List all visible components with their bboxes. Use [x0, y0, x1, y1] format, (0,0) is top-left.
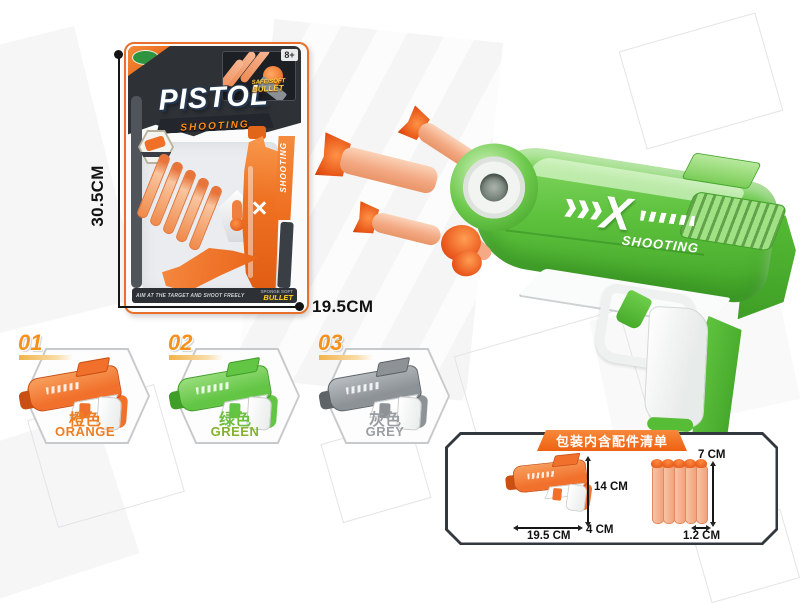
variant-name-cn: 绿色 [218, 412, 251, 429]
background-patch [0, 26, 142, 334]
gun-grip-cap [646, 416, 694, 433]
box-gun-height-label: 14 CM [594, 481, 628, 493]
variant-green: 02 绿色 GREEN [160, 330, 310, 448]
card-footer: AIM AT THE TARGET AND SHOOT FREELY SPONG… [132, 288, 297, 303]
package-blister-card: 8+ SAFE/SOFT BULLET PISTOL SHOOTING [124, 42, 309, 314]
packaged-gun [234, 126, 286, 292]
variant-name-en: GREEN [210, 424, 260, 439]
variant-orange: 01 橙色 ORANGE [10, 330, 160, 448]
arrow-down-icon [710, 522, 716, 527]
arrow-down-icon [585, 522, 591, 527]
variant-name-cn: 橙色 [68, 412, 101, 429]
variant-number: 03 [318, 330, 343, 355]
age-badge: 8+ [281, 49, 298, 61]
card-height-label: 30.5CM [88, 165, 107, 227]
box-dart-length-label: 7 CM [698, 449, 726, 461]
variant-name-en: GREY [365, 424, 405, 439]
variant-name-en: ORANGE [54, 424, 116, 439]
arrow-left-icon [513, 525, 518, 531]
measure-dot [295, 302, 304, 311]
gun-muzzle-icon [248, 126, 266, 139]
variant-name-cn: 灰色 [368, 412, 401, 429]
variant-grey: 03 灰色 GREY [310, 330, 460, 448]
variant-number: 01 [18, 330, 43, 355]
gun-trigger [552, 487, 563, 501]
variant-number-underline [19, 355, 73, 360]
arrow-right-icon [578, 525, 583, 531]
gun-grip [565, 483, 588, 513]
measure-line-vertical [587, 458, 589, 524]
contents-box-title: 包装内含配件清单 [555, 434, 668, 449]
dart-foam-tube [369, 210, 443, 248]
badge-band [141, 152, 171, 157]
x-shooting-logo: X SHOOTING [560, 185, 707, 273]
side-strip-text: SHOOTING [279, 142, 288, 193]
feature-hexagon-badge [138, 130, 174, 164]
measure-line-horizontal [118, 306, 300, 308]
measure-dot [114, 50, 123, 59]
footer-tag: SPONGE SOFT BULLET [260, 288, 293, 302]
measure-line-horizontal [516, 527, 580, 529]
gun-body-shape [242, 136, 280, 292]
arrow-up-icon [710, 461, 716, 466]
card-side-texture [277, 221, 294, 289]
measure-line-vertical [712, 463, 714, 524]
contents-box [445, 432, 778, 545]
card-width-label: 19.5CM [312, 297, 374, 316]
logo-ribbon-line2: BULLET [251, 83, 284, 95]
variant-number: 02 [168, 330, 193, 355]
footer-tag-line1: SPONGE SOFT [260, 288, 293, 294]
gun-grip [643, 305, 710, 429]
arrow-up-icon [585, 456, 591, 461]
contents-box-inner [448, 435, 776, 543]
dart [695, 459, 708, 524]
variant-number-underline [319, 355, 373, 360]
measure-line-horizontal [694, 527, 708, 529]
card-side-texture [131, 96, 142, 288]
logo-ribbon: SAFE/SOFT BULLET [251, 78, 285, 94]
card-side-strip: SHOOTING [274, 136, 295, 220]
variant-number-underline [169, 355, 223, 360]
box-gun-depth-label: 4 CM [586, 524, 614, 536]
hero-gun: X SHOOTING [416, 96, 800, 454]
box-gun-length-label: 19.5 CM [527, 530, 571, 542]
box-dart-diameter-label: 1.2 CM [683, 530, 721, 542]
logo-slats [640, 210, 695, 227]
arrow-left-icon [691, 525, 696, 531]
dart-suction-cup [230, 218, 244, 231]
measure-line-vertical [118, 54, 120, 308]
chevron-icon [564, 199, 577, 218]
footer-tag-line2: BULLET [263, 293, 293, 302]
contents-box-banner: 包装内含配件清单 [537, 430, 687, 451]
arrow-right-icon [706, 525, 711, 531]
footer-slogan: AIM AT THE TARGET AND SHOOT FREELY [136, 292, 245, 299]
chevron-icon [577, 200, 590, 219]
gun-highlight [248, 166, 253, 278]
dart [232, 200, 242, 222]
logo-shooting-text: SHOOTING [621, 232, 700, 256]
